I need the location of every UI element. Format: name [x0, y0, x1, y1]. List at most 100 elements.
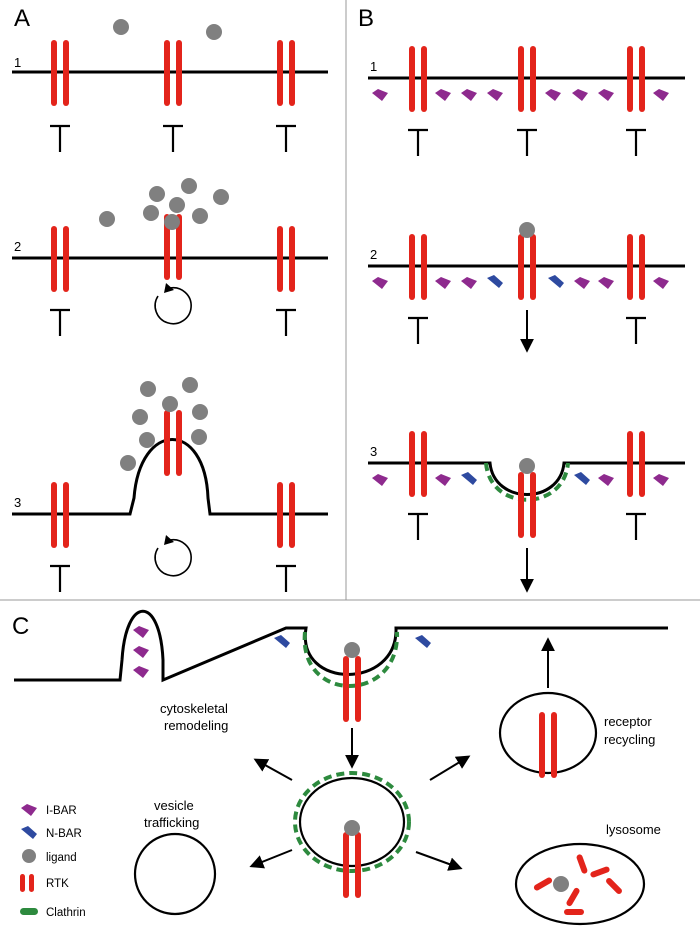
ibar — [435, 89, 451, 101]
panel-label-b: B — [358, 5, 374, 32]
ligand — [192, 208, 208, 224]
step-b2: 2 — [370, 247, 377, 262]
step-b3: 3 — [370, 444, 377, 459]
ibar — [572, 89, 588, 101]
step-a3: 3 — [14, 495, 21, 510]
trafficking-vesicle — [133, 832, 217, 916]
t-marker — [624, 512, 648, 542]
ibar — [435, 277, 451, 289]
rtk-receptor — [343, 656, 361, 722]
arrow-to-cytoskeletal — [253, 758, 293, 781]
clathrin-coat — [484, 462, 570, 502]
ligand — [213, 189, 229, 205]
nbar — [548, 275, 564, 288]
step-b1: 1 — [370, 59, 377, 74]
recycling-vesicle — [498, 691, 598, 775]
ligand — [192, 404, 208, 420]
degraded-rtk-fragments — [533, 854, 622, 915]
ligand — [149, 186, 165, 202]
label-cytoskeletal: cytoskeletal — [160, 701, 228, 716]
t-marker — [48, 308, 72, 338]
label-vesicle: vesicle — [154, 798, 194, 813]
t-marker — [406, 128, 430, 158]
legend-label-rtk: RTK — [46, 878, 69, 890]
ibar — [372, 89, 388, 101]
t-marker — [274, 564, 298, 594]
rtk-receptor — [539, 712, 557, 778]
label-remodeling: remodeling — [164, 718, 228, 733]
t-marker — [624, 128, 648, 158]
t-marker — [48, 124, 72, 154]
nbar — [487, 275, 503, 288]
t-marker — [161, 124, 185, 154]
ligand — [99, 211, 115, 227]
ligand — [191, 429, 207, 445]
ibar-icon — [21, 804, 37, 816]
ibar — [461, 89, 477, 101]
ligand — [162, 396, 178, 412]
panel-b: 1 2 3 — [368, 46, 685, 593]
ibar — [372, 277, 388, 289]
ibar — [653, 277, 669, 289]
nbar — [574, 472, 590, 485]
label-trafficking: trafficking — [144, 815, 199, 830]
rotation-arrow-icon — [154, 535, 192, 577]
ligand — [113, 19, 129, 35]
ligand — [164, 214, 180, 230]
ibar — [545, 89, 561, 101]
label-lysosome: lysosome — [606, 822, 661, 837]
nbar — [274, 635, 290, 648]
ibar — [653, 89, 669, 101]
arrow-to-lysosome — [415, 851, 463, 871]
panel-label-a: A — [14, 5, 30, 32]
ligand — [140, 381, 156, 397]
t-marker — [48, 564, 72, 594]
ligand — [519, 458, 535, 474]
membrane-protrusion — [12, 438, 328, 516]
step-a1: 1 — [14, 55, 21, 70]
rtk-icon — [20, 874, 25, 892]
ibar — [133, 646, 149, 658]
ligand-icon — [22, 849, 36, 863]
lysosome — [514, 842, 646, 926]
ligand — [169, 197, 185, 213]
panel-a: 1 2 3 — [12, 19, 328, 594]
ibar — [133, 626, 149, 638]
membrane-invagination — [368, 461, 685, 496]
panel-label-c: C — [12, 613, 29, 640]
ibar — [435, 474, 451, 486]
step-a2: 2 — [14, 239, 21, 254]
legend-label-nbar: N-BAR — [46, 828, 82, 840]
ibar — [133, 666, 149, 678]
legend-label-clathrin: Clathrin — [46, 907, 86, 919]
ibar — [598, 89, 614, 101]
t-marker — [406, 316, 430, 346]
ligand — [344, 642, 360, 658]
rtk-receptor — [518, 472, 536, 538]
t-marker — [406, 512, 430, 542]
coated-vesicle — [298, 776, 406, 868]
ibar — [653, 474, 669, 486]
ligand — [132, 409, 148, 425]
ibar — [598, 474, 614, 486]
ibar — [574, 277, 590, 289]
clathrin-coat — [293, 771, 411, 873]
ibar — [372, 474, 388, 486]
arrow-to-recycling — [429, 755, 471, 781]
ligand — [519, 222, 535, 238]
t-marker — [515, 128, 539, 158]
panel-c: cytoskeletal remodeling receptor recycli… — [14, 610, 668, 926]
ligand — [344, 820, 360, 836]
label-receptor: receptor — [604, 714, 652, 729]
ligand — [143, 205, 159, 221]
t-marker — [624, 316, 648, 346]
arrow-to-vesicle-trafficking — [249, 849, 293, 869]
rtk-receptor — [164, 410, 182, 476]
ligand — [181, 178, 197, 194]
t-marker — [274, 308, 298, 338]
ibar — [461, 277, 477, 289]
legend-label-ligand: ligand — [46, 852, 77, 864]
ligand — [206, 24, 222, 40]
t-marker — [274, 124, 298, 154]
